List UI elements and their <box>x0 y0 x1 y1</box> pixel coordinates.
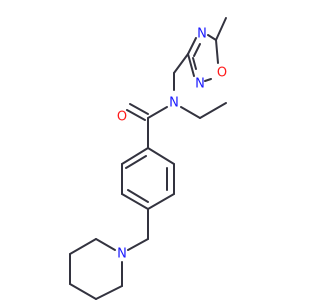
ethyl-group <box>180 102 227 119</box>
bond-n-to-ethyl-ch2 <box>180 106 201 119</box>
bond-benzene-1-inner <box>125 155 147 169</box>
atom-label-piperidine-nitrogen: N <box>117 247 127 262</box>
bond-benzene-3 <box>121 193 149 210</box>
bond-benzene-4 <box>147 193 175 210</box>
atom-label-amide-nitrogen: N <box>169 96 179 111</box>
bond-piperidine-c6-n <box>95 238 116 251</box>
bond-oxadiazole-c5-o1 <box>215 39 219 64</box>
bond-ch2-to-oxadiazole <box>173 53 189 74</box>
piperidine-ring <box>69 238 123 300</box>
bond-oxadiazole-n4-c5 <box>207 34 217 41</box>
atom-label-oxadiazole-oxygen: O <box>217 66 227 81</box>
bond-piperidine-c5-c6 <box>69 238 97 255</box>
bond-benzene-6 <box>147 147 175 165</box>
bond-oxadiazole-c3-n4 <box>187 37 197 55</box>
benzene-ring <box>121 147 175 210</box>
bond-oxadiazole-methyl <box>215 17 227 41</box>
bond-piperidine-c3-c4 <box>69 283 97 300</box>
atom-label-oxadiazole-n4: N <box>197 27 207 42</box>
atom-label-oxadiazole-n2: N <box>195 77 205 92</box>
amide-group <box>126 103 168 149</box>
bond-ethyl-ch2-to-ch3 <box>199 102 227 119</box>
molecule-structure-diagram: O N N N O N <box>69 17 227 300</box>
bond-oxadiazole-c3-n4-inner <box>193 43 201 57</box>
oxadiazole-ring <box>187 17 227 82</box>
bond-piperidine-c2-c3 <box>95 285 123 300</box>
bond-carbonyl-double-b <box>129 103 149 115</box>
bond-oxadiazole-n2-c3-inner <box>192 57 197 70</box>
bond-oxadiazole-n2-c3 <box>187 53 195 77</box>
benzylic-linker <box>127 208 149 251</box>
bond-ch2-to-piperidine-n <box>127 238 149 251</box>
methylene-linker <box>173 53 189 91</box>
bond-carbonyl-double-a <box>126 109 146 121</box>
atom-label-carbonyl-oxygen: O <box>117 110 127 125</box>
bond-carbonyl-to-n <box>147 106 168 119</box>
bond-benzene-3-inner <box>127 189 149 203</box>
bond-oxadiazole-o1-n2 <box>204 78 212 82</box>
bond-benzene-1 <box>121 147 149 165</box>
